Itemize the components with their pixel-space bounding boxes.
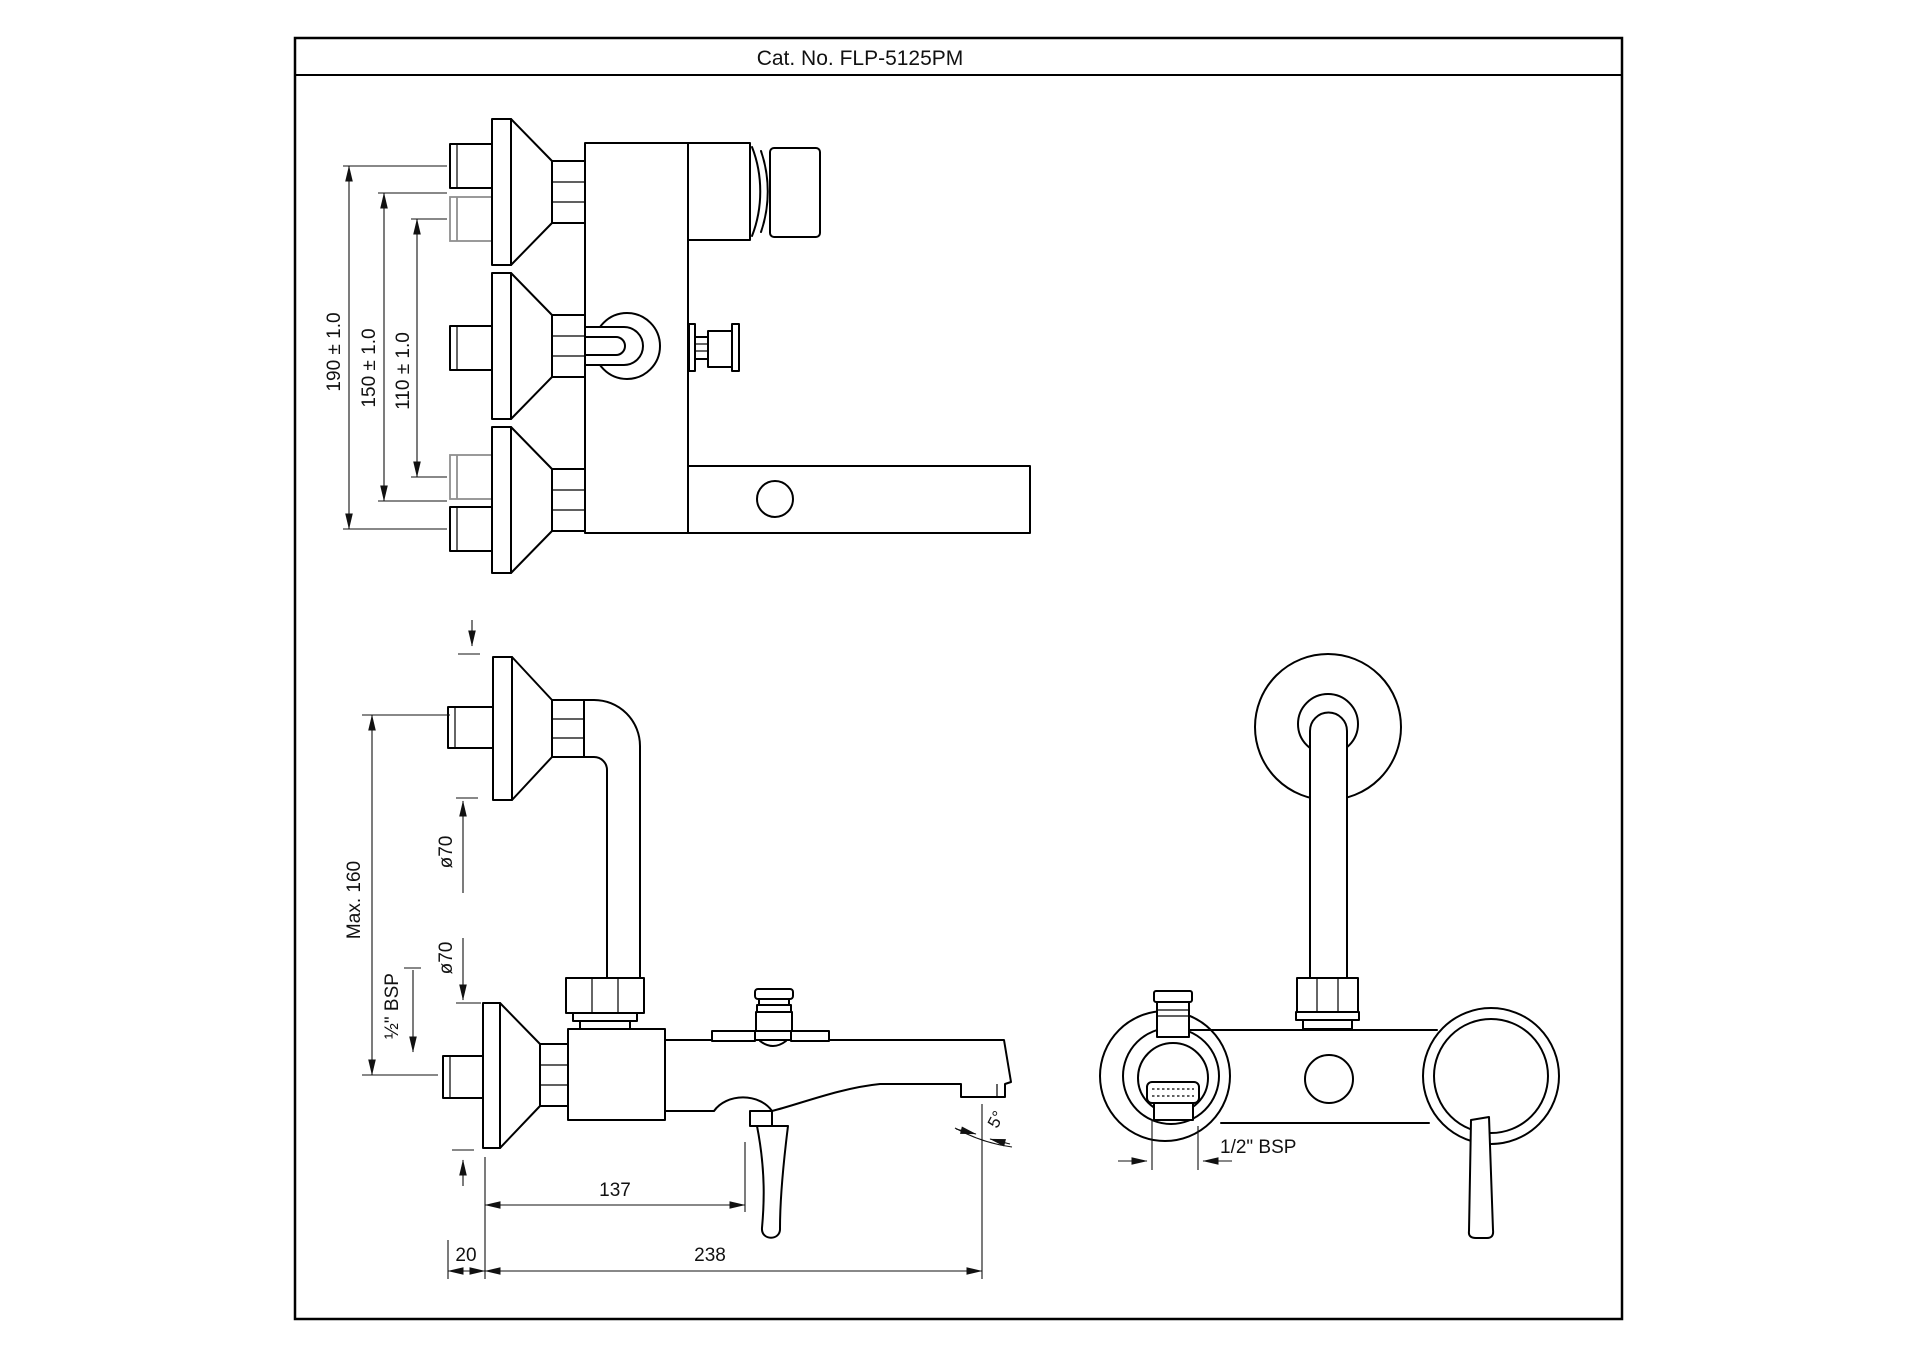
diverter-stem	[694, 336, 709, 360]
hex-nut	[449, 325, 493, 371]
handle-joint-curve	[760, 150, 769, 233]
wall-flange-bottom	[449, 426, 586, 574]
handle-hub-outer	[1422, 1007, 1560, 1145]
side-dimensions: Max. 160 ø70 ø70 ½" BSP 137 20 238 5°	[344, 714, 1013, 1279]
flange-shank	[539, 1043, 569, 1107]
dim-label-dia70-lower: ø70	[436, 942, 457, 975]
knob-base	[759, 1040, 787, 1047]
dim-label-110: 110 ± 1.0	[393, 332, 414, 410]
handle-cap	[769, 147, 821, 238]
lower-inlet-flange	[442, 1002, 569, 1149]
connector-hex-nut	[1296, 977, 1359, 1013]
inlet-elbow-inner	[583, 756, 608, 979]
spout-top-plate	[711, 1030, 756, 1042]
aerator-housing	[1153, 1102, 1194, 1121]
aerator-face	[1146, 1081, 1200, 1104]
dim-label-20: 20	[455, 1245, 476, 1266]
flange-shank	[551, 468, 586, 532]
inlet-pipe-front	[1309, 711, 1348, 979]
diverter-body	[707, 330, 733, 368]
plan-view: 190 ± 1.0 150 ± 1.0 110 ± 1.0	[324, 118, 1031, 574]
flange-plate	[491, 118, 512, 266]
inlet-elbow-outer	[583, 699, 641, 979]
flange-plate	[492, 656, 513, 801]
spout-plan	[687, 465, 1031, 534]
front-view: 1/2" BSP	[1099, 653, 1560, 1239]
inlet-pipe-bore	[584, 336, 626, 356]
lever-pivot	[749, 1110, 773, 1127]
wall-flange-top	[449, 118, 586, 266]
connector-washer	[1295, 1011, 1360, 1021]
flange-shank	[551, 699, 585, 758]
knob-body	[755, 1011, 793, 1032]
diverter-front-circle	[1304, 1054, 1354, 1104]
hex-nut	[449, 506, 493, 552]
page-title: Cat. No. FLP-5125PM	[757, 47, 964, 70]
dim-label-halfbsp-front: 1/2" BSP	[1220, 1137, 1296, 1158]
diverter-knob-side	[754, 988, 794, 1047]
dim-label-halfbsp: ½" BSP	[382, 973, 403, 1039]
dim-label-190: 190 ± 1.0	[324, 312, 345, 391]
dim-label-238: 238	[694, 1245, 726, 1266]
handle-hub-inner	[1433, 1018, 1549, 1134]
flange-shank	[551, 314, 586, 378]
connector-washer	[572, 1012, 638, 1022]
side-view: Max. 160 ø70 ø70 ½" BSP 137 20 238 5°	[344, 620, 1013, 1279]
flange-plate	[491, 426, 512, 574]
knob-cap	[754, 988, 794, 1000]
handle-hub	[687, 142, 751, 241]
dim-label-dia70-upper: ø70	[436, 836, 457, 869]
diverter-knob-plan	[756, 480, 794, 518]
knob-cap	[1153, 990, 1193, 1003]
sheet-border	[293, 36, 1624, 1321]
handle-plan	[687, 142, 821, 241]
lever-blade-front	[1467, 1116, 1495, 1239]
diverter-end-plate	[731, 323, 740, 372]
connector-washer	[579, 1020, 631, 1030]
diverter-plan	[688, 323, 740, 372]
spout-top-plate	[790, 1030, 830, 1042]
mixer-body-side	[567, 1028, 666, 1121]
dim-label-5deg: 5°	[984, 1108, 1008, 1131]
flange-plate	[482, 1002, 501, 1149]
dim-label-137: 137	[599, 1180, 631, 1201]
lever-blade	[756, 1125, 789, 1239]
plan-dimensions: 190 ± 1.0 150 ± 1.0 110 ± 1.0	[324, 165, 447, 530]
dim-label-max160: Max. 160	[344, 861, 365, 939]
flange-shank	[551, 160, 586, 224]
hex-nut	[449, 143, 493, 189]
drawing-frame: Cat. No. FLP-5125PM	[293, 36, 1624, 1321]
handle-joint-curve	[751, 146, 762, 237]
upper-inlet-flange	[447, 656, 585, 801]
front-dimensions: 1/2" BSP	[1118, 1120, 1296, 1170]
flange-plate	[491, 272, 512, 420]
dim-label-150: 150 ± 1.0	[359, 328, 380, 407]
connector-washer	[1302, 1019, 1353, 1030]
connector-hex-nut	[565, 977, 645, 1014]
diverter-knob-front	[1153, 990, 1193, 1038]
knob-body	[1156, 1001, 1190, 1038]
hex-nut	[442, 1055, 484, 1099]
